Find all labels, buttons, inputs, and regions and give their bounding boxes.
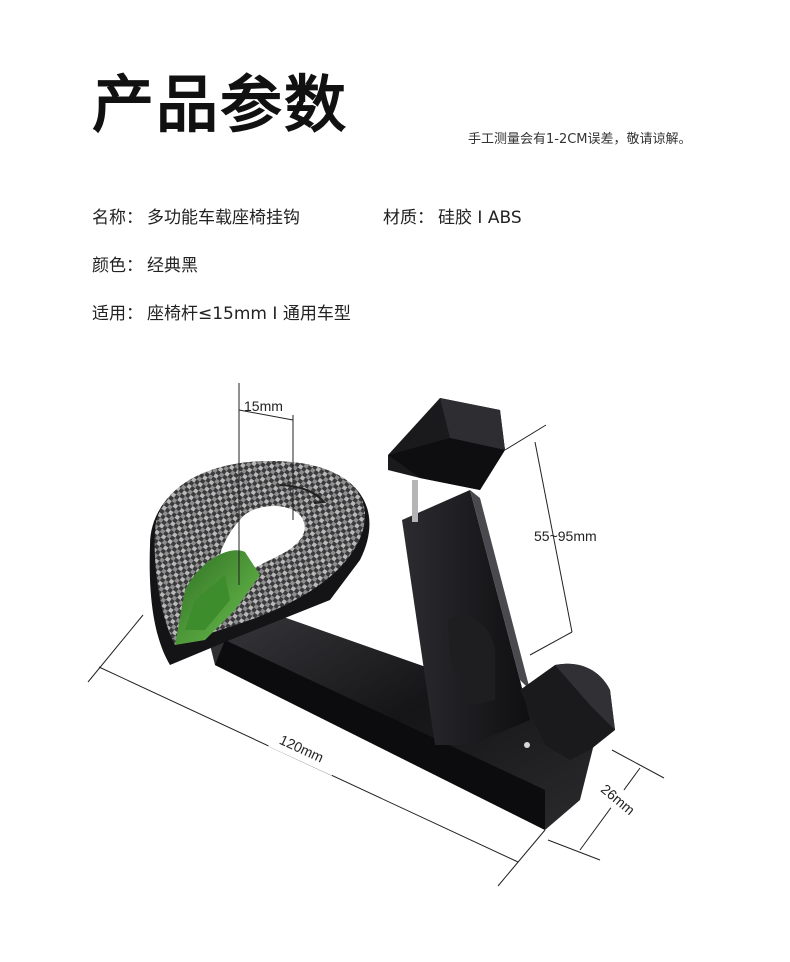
spec-use: 适用：座椅杆≤15mm I 通用车型 <box>92 299 351 324</box>
spec-use-value: 座椅杆≤15mm I 通用车型 <box>147 304 351 324</box>
spec-name: 名称：多功能车载座椅挂钩 <box>92 203 300 228</box>
product-diagram: 15mm 55~95mm 120mm 26mm <box>87 383 665 887</box>
spec-name-label: 名称： <box>92 208 143 228</box>
dim-clamp-range-label: 55~95mm <box>534 528 597 544</box>
spec-name-value: 多功能车载座椅挂钩 <box>147 208 300 228</box>
spec-use-label: 适用： <box>92 304 143 324</box>
dim-hook-opening-label: 15mm <box>244 398 283 414</box>
spec-material-label: 材质： <box>383 208 434 228</box>
spec-material-value: 硅胶 I ABS <box>438 208 522 228</box>
measurement-note: 手工测量会有1-2CM误差，敬请谅解。 <box>468 132 692 147</box>
dim-clamp-range: 55~95mm <box>504 424 597 656</box>
spec-color: 颜色：经典黑 <box>92 251 198 276</box>
dim-hook-opening: 15mm <box>238 383 294 585</box>
page-title: 产品参数 <box>92 68 349 141</box>
spec-color-label: 颜色： <box>92 256 143 276</box>
hook-product-image <box>149 398 615 830</box>
spec-color-value: 经典黑 <box>147 256 198 276</box>
spec-material: 材质：硅胶 I ABS <box>383 203 522 228</box>
